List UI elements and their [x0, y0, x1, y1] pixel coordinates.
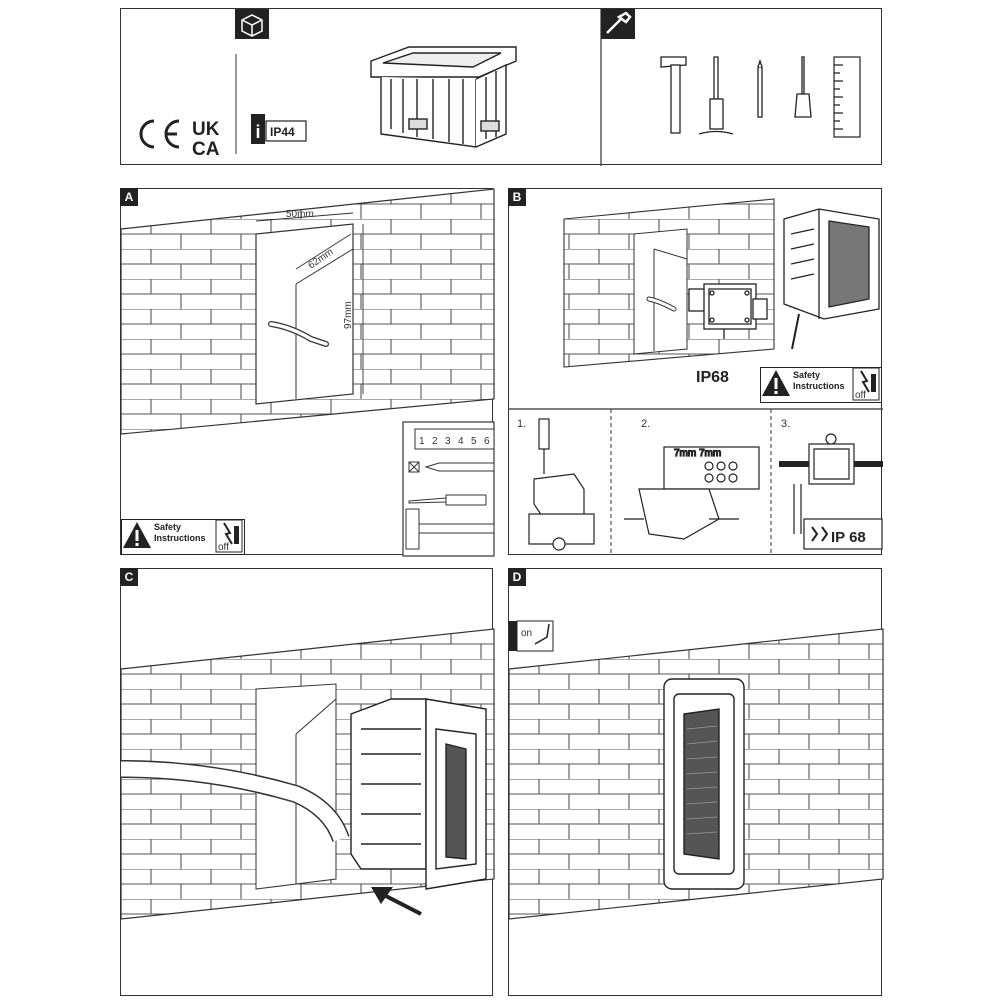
panel-b-drawing: IP68 1. 2. 3. 7mm 7mm [509, 198, 883, 556]
panel-a-label: A [120, 188, 138, 206]
svg-text:5: 5 [471, 436, 477, 447]
product-housing-illustration [370, 46, 517, 148]
junction-box [688, 283, 768, 339]
step-1-label: 1. [517, 418, 526, 430]
step-2-illustration: 7mm 7mm [624, 446, 760, 540]
strip-length-label: 7mm 7mm [674, 448, 721, 459]
pencil-icon [757, 58, 763, 118]
screwdriver-icon [794, 56, 812, 118]
ce-mark [139, 119, 180, 149]
panel-d-drawing: on [508, 620, 884, 920]
chisel-icon [408, 494, 487, 506]
panel-c-drawing [120, 628, 495, 920]
power-on-label: on [521, 628, 532, 639]
ip44-rating: IP44 [270, 125, 295, 139]
power-switch-icon: off [215, 519, 243, 553]
dim-height-label: 97mm [343, 301, 354, 329]
ruler-icon [833, 56, 861, 138]
svg-text:i: i [255, 122, 260, 142]
panel-b: B IP68 1. 2. 3. [508, 188, 883, 556]
power-on-badge: on [509, 620, 554, 652]
hammer-icon [660, 56, 687, 134]
svg-text:2: 2 [432, 436, 438, 447]
svg-text:off: off [218, 542, 229, 553]
safety-line2: Instructions [154, 533, 206, 543]
package-box-icon [235, 9, 269, 39]
ip68-badge-step3: IP 68 [803, 518, 883, 550]
safety-line2: Instructions [793, 381, 845, 391]
step-2-label: 2. [641, 418, 650, 430]
pencil-icon [408, 461, 495, 473]
safety-line1: Safety [154, 522, 182, 532]
step-3-illustration [779, 433, 883, 534]
safety-line1: Safety [793, 370, 821, 380]
power-switch-icon: off [852, 367, 880, 401]
warning-triangle-icon [762, 370, 790, 396]
top-panel-drawing: UK CA i IP44 [139, 9, 861, 166]
panel-d: D on [508, 568, 884, 996]
width-dimension-line [255, 212, 354, 222]
step-3-label: 3. [781, 418, 790, 430]
diagonal-dimension-line [295, 233, 352, 270]
panel-b-label: B [508, 188, 526, 206]
svg-text:3: 3 [445, 436, 451, 447]
ukca-mark-line2: CA [192, 139, 220, 160]
ruler-icon: 1 2 3 4 5 6 [414, 428, 495, 450]
installed-fixture [663, 678, 745, 890]
wall-recess-cutout [255, 223, 354, 405]
panel-a: A 50mm 62mm 97mm 1 2 3 4 [120, 188, 495, 557]
fixture-housing-illustration [783, 208, 880, 350]
hammer-icon [405, 508, 495, 550]
dim-width-label: 50mm [286, 209, 314, 220]
ip68-label: IP68 [696, 369, 729, 386]
warning-triangle-icon [123, 522, 151, 548]
panel-c-label: C [120, 568, 138, 586]
info-icon: i [251, 114, 265, 144]
step-1-illustration [528, 418, 595, 551]
tools-icon [601, 9, 635, 39]
svg-text:off: off [855, 390, 866, 401]
svg-text:4: 4 [458, 436, 464, 447]
insert-direction-arrow [371, 887, 422, 916]
panel-c: C [120, 568, 495, 996]
top-contents-panel: UK CA i IP44 [120, 8, 882, 166]
svg-text:IP 68: IP 68 [831, 529, 866, 546]
svg-text:1: 1 [419, 436, 425, 447]
svg-text:6: 6 [484, 436, 490, 447]
ukca-mark-line1: UK [192, 119, 220, 140]
chisel-icon [698, 56, 734, 135]
fixture-being-inserted [350, 698, 487, 890]
panel-d-label: D [508, 568, 526, 586]
panel-a-drawing: 50mm 62mm 97mm 1 2 3 4 5 6 [120, 188, 495, 557]
